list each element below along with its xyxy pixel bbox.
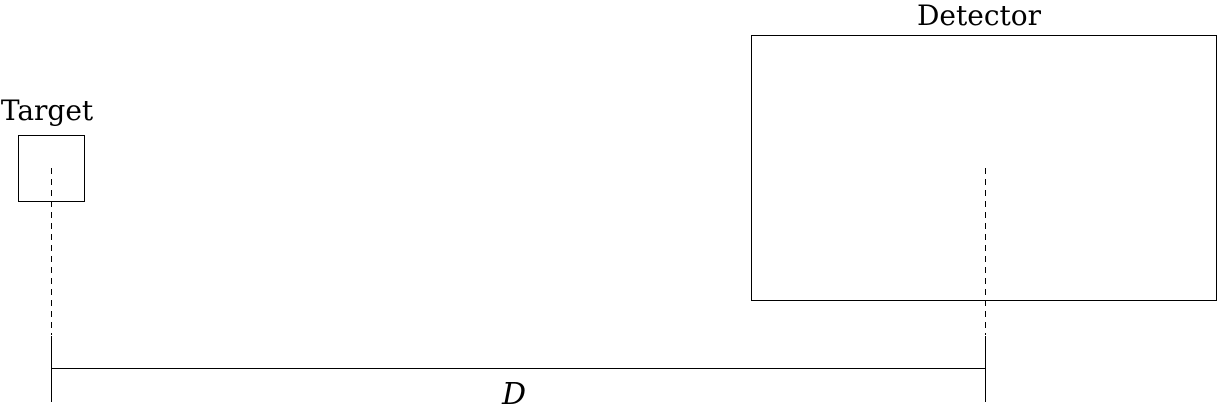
detector-group: Detector [751,0,1217,335]
target-group: Target [1,94,94,335]
detector-box [751,35,1217,301]
distance-label: D [501,377,526,405]
distance-dimension: D [51,336,986,405]
target-label: Target [1,94,94,127]
detector-label: Detector [917,0,1042,32]
